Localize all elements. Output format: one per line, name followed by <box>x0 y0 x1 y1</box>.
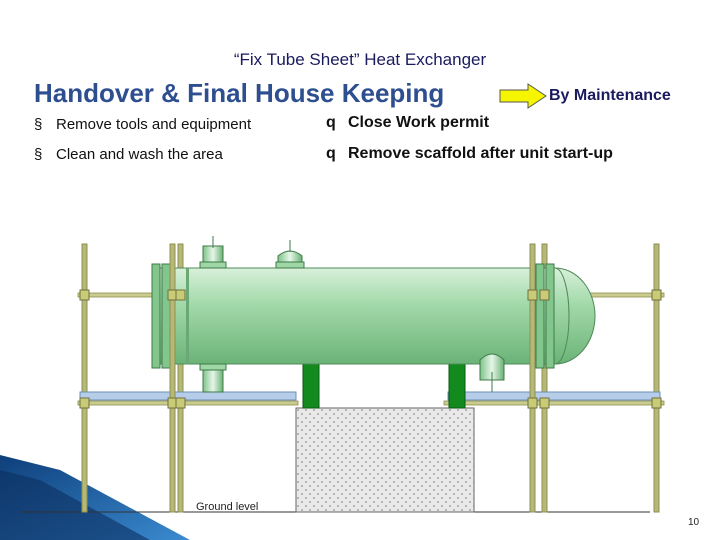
ground-level-label: Ground level <box>196 501 259 513</box>
bullet-text: Close Work permit <box>348 114 490 131</box>
scaffold-poles-front <box>169 243 536 513</box>
corner-accent <box>0 455 650 540</box>
slide-title: Handover & Final House Keeping <box>34 78 445 108</box>
scaffold-clamps <box>79 289 662 409</box>
bullet-text: Remove scaffold after unit start-up <box>348 145 613 162</box>
bullet-marker: q <box>326 114 336 131</box>
bullet-marker: § <box>34 116 43 133</box>
bullet-marker: § <box>34 146 43 163</box>
bullet-item: q Close Work permit <box>326 114 489 132</box>
bullet-item: q Remove scaffold after unit start-up <box>326 145 613 163</box>
scaffold-platform-left <box>77 391 299 406</box>
page-number: 10 <box>688 517 700 528</box>
bullet-item: § Clean and wash the area <box>34 146 223 163</box>
bullet-text: Clean and wash the area <box>56 146 223 163</box>
bullet-text: Remove tools and equipment <box>56 116 252 133</box>
bullet-marker: q <box>326 145 336 162</box>
bullet-item: § Remove tools and equipment <box>34 116 251 133</box>
heat-exchanger-shell <box>151 263 596 369</box>
nozzles <box>199 236 505 393</box>
slide-subtitle: “Fix Tube Sheet” Heat Exchanger <box>233 50 487 69</box>
scaffold-platform-right <box>443 391 665 406</box>
concrete-foundation <box>295 407 475 513</box>
by-maintenance-label: By Maintenance <box>549 87 671 104</box>
arrow-icon <box>499 83 547 109</box>
scaffold-poles <box>81 243 660 513</box>
